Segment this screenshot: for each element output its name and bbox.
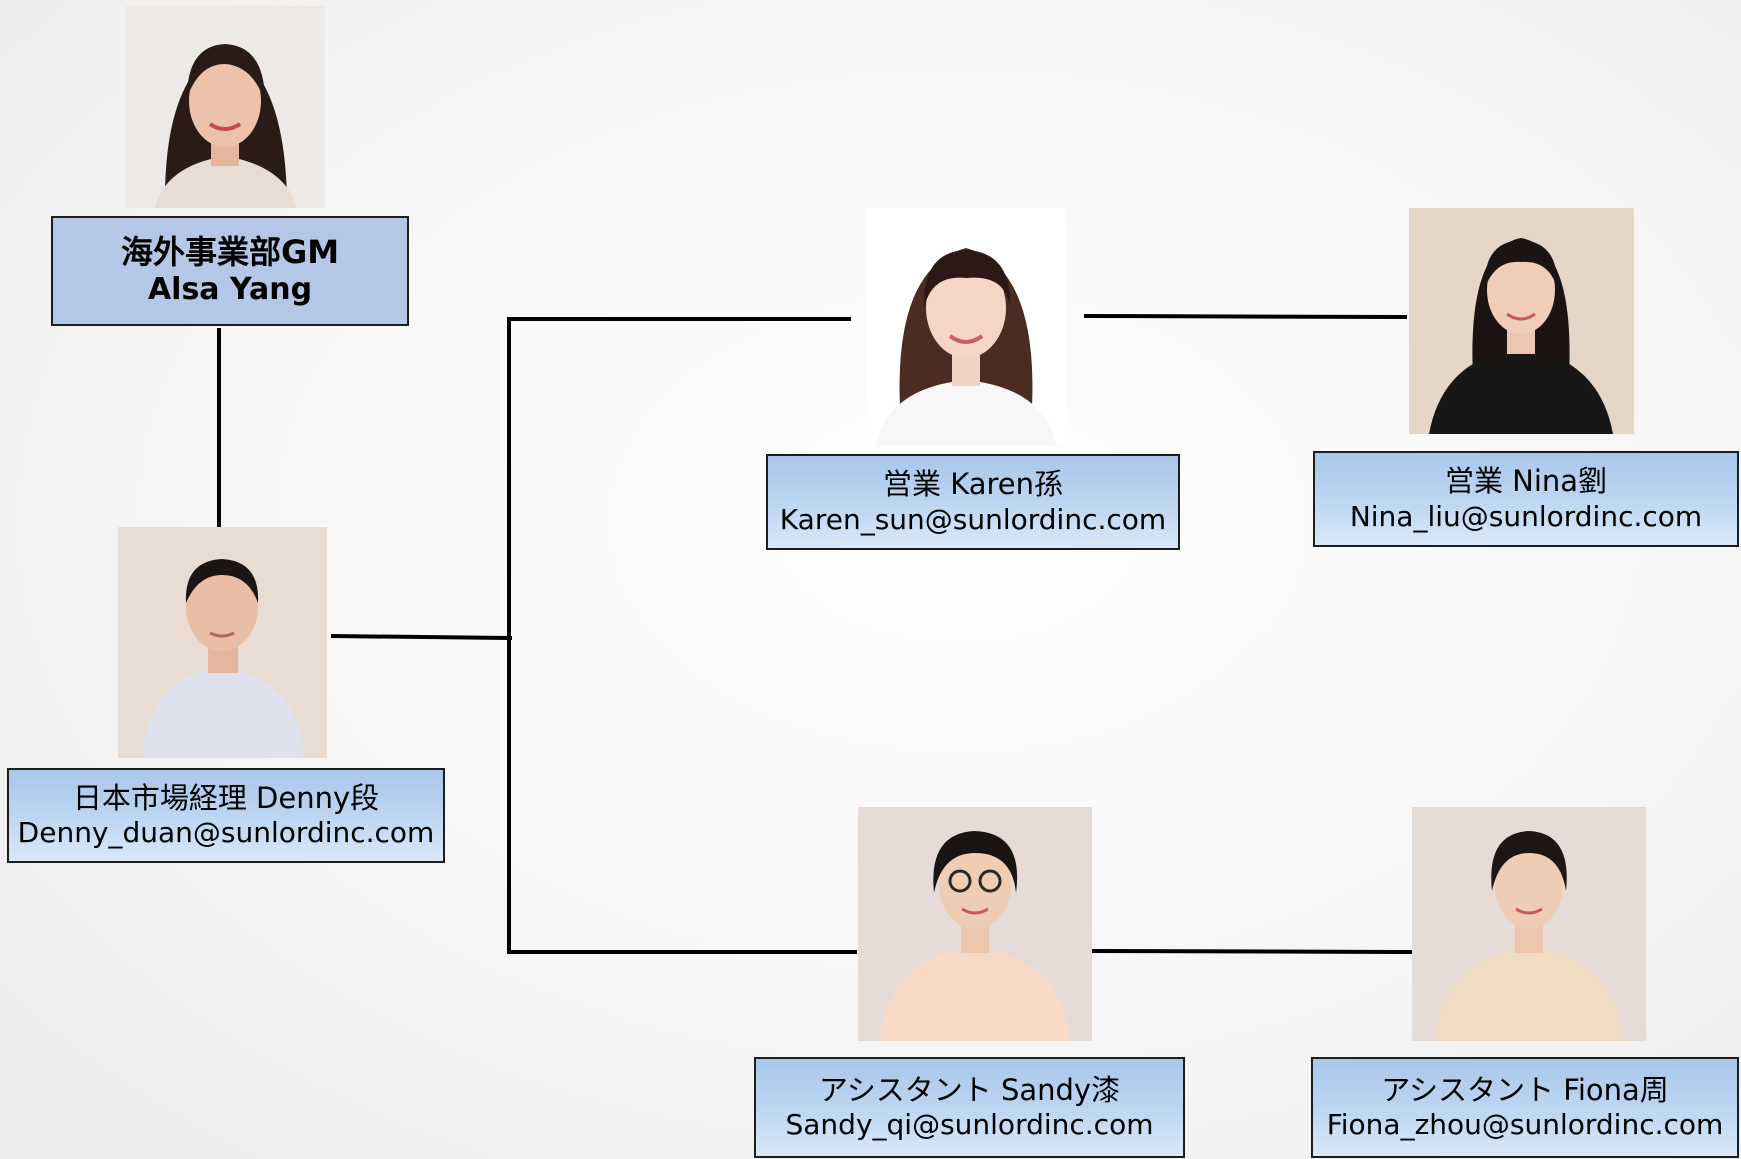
manager-title: 日本市場経理 Denny段 — [72, 780, 380, 815]
sandy-photo — [858, 807, 1092, 1041]
gm-photo — [125, 6, 325, 208]
fiona-email: Fiona_zhou@sunlordinc.com — [1326, 1108, 1724, 1142]
sandy-box: アシスタント Sandy漆 Sandy_qi@sunlordinc.com — [754, 1057, 1185, 1158]
karen-photo — [866, 208, 1066, 445]
nina-box: 営業 Nina劉 Nina_liu@sunlordinc.com — [1313, 451, 1739, 547]
nina-email: Nina_liu@sunlordinc.com — [1349, 499, 1703, 533]
gm-title: 海外事業部GM — [120, 233, 340, 272]
manager-email: Denny_duan@sunlordinc.com — [17, 816, 435, 850]
connector-karen-to-nina — [1083, 314, 1408, 319]
karen-email: Karen_sun@sunlordinc.com — [779, 502, 1167, 536]
fiona-box: アシスタント Fiona周 Fiona_zhou@sunlordinc.com — [1311, 1057, 1739, 1158]
nina-title: 営業 Nina劉 — [1444, 464, 1608, 499]
gm-name: Alsa Yang — [147, 272, 313, 308]
karen-title: 営業 Karen孫 — [882, 467, 1063, 502]
nina-photo — [1409, 208, 1634, 434]
connector-manager-to-trunk — [330, 634, 513, 640]
manager-box: 日本市場経理 Denny段 Denny_duan@sunlordinc.com — [7, 768, 445, 863]
fiona-title: アシスタント Fiona周 — [1381, 1072, 1669, 1107]
manager-photo — [118, 527, 327, 758]
connector-sandy-to-fiona — [1089, 949, 1413, 954]
karen-box: 営業 Karen孫 Karen_sun@sunlordinc.com — [766, 454, 1180, 550]
fiona-photo — [1412, 807, 1646, 1041]
sandy-email: Sandy_qi@sunlordinc.com — [785, 1108, 1154, 1142]
gm-box: 海外事業部GM Alsa Yang — [51, 216, 409, 326]
sandy-title: アシスタント Sandy漆 — [818, 1072, 1121, 1107]
